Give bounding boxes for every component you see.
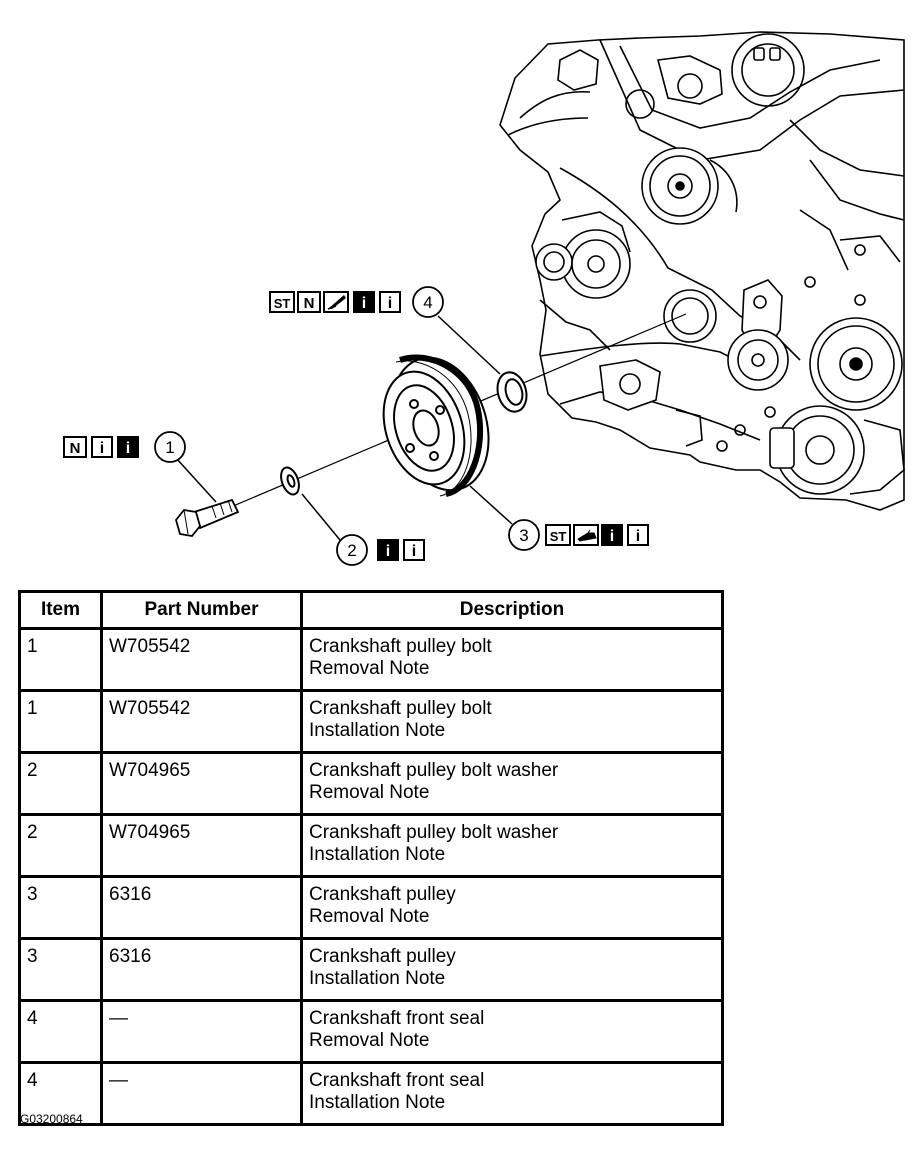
table-header-row: Item Part Number Description [18, 590, 724, 630]
callout-circle [336, 534, 368, 566]
cell-item: 3 [18, 875, 103, 940]
svg-text:i: i [412, 543, 416, 560]
callout-2: 2 i i [336, 534, 425, 566]
svg-text:N: N [304, 295, 315, 312]
info-icon-outline: i [91, 436, 113, 458]
cell-part-number: W705542 [100, 627, 303, 692]
description-text: Crankshaft pulley bolt [309, 698, 492, 719]
description-text: Crankshaft front seal [309, 1070, 485, 1091]
note-link[interactable]: Removal Note [309, 1030, 430, 1051]
icon-n: N [297, 291, 321, 313]
header-item: Item [18, 590, 103, 630]
cell-item: 1 [18, 627, 103, 692]
sealant-icon [323, 291, 349, 313]
description-text: Crankshaft pulley bolt [309, 636, 492, 657]
svg-text:i: i [126, 440, 130, 457]
pulley-bolt-washer [280, 466, 300, 496]
description-text: Crankshaft pulley bolt washer [309, 760, 559, 781]
callout-number: 4 [423, 293, 432, 312]
info-icon-filled: i [601, 524, 623, 546]
crankshaft-front-seal [496, 371, 528, 413]
svg-text:i: i [100, 440, 104, 457]
crankshaft-pulley [382, 354, 490, 497]
cell-item: 1 [18, 689, 103, 754]
leader-lines [175, 315, 513, 541]
icon-n: N [63, 436, 87, 458]
svg-text:ST: ST [550, 529, 567, 544]
info-icon-outline: i [403, 539, 425, 561]
callout-3: 3 ST i i [508, 519, 649, 551]
info-icon-filled: i [377, 539, 399, 561]
pulley-bolt [175, 498, 240, 537]
svg-text:i: i [362, 295, 366, 312]
engine-diagram: N i i 1 2 i i 3 ST [63, 31, 905, 566]
callout-circle [154, 431, 186, 463]
info-icon-outline: i [379, 291, 401, 313]
description-text: Crankshaft pulley bolt washer [309, 822, 559, 843]
figure-id: G03200864 [20, 1112, 83, 1126]
cell-item: 4 [18, 999, 103, 1064]
svg-text:i: i [636, 528, 640, 545]
info-icon-outline: i [627, 524, 649, 546]
cell-part-number: — [100, 1061, 303, 1126]
engine-block [499, 31, 905, 511]
description-text: Crankshaft front seal [309, 1008, 485, 1029]
callout-4: ST N i i 4 [269, 286, 444, 318]
note-link[interactable]: Installation Note [309, 1092, 446, 1113]
cell-item: 2 [18, 813, 103, 878]
description-text: Crankshaft pulley [309, 884, 456, 905]
info-icon-filled: i [353, 291, 375, 313]
info-icon-filled: i [117, 436, 139, 458]
note-link[interactable]: Removal Note [309, 906, 430, 927]
note-link[interactable]: Installation Note [309, 844, 446, 865]
svg-text:ST: ST [274, 296, 291, 311]
cell-item: 4 [18, 1061, 103, 1126]
cell-part-number: W704965 [100, 813, 303, 878]
cell-part-number: W704965 [100, 751, 303, 816]
svg-text:N: N [70, 440, 81, 457]
note-link[interactable]: Installation Note [309, 720, 446, 741]
cell-item: 2 [18, 751, 103, 816]
note-link[interactable]: Installation Note [309, 968, 446, 989]
svg-text:i: i [388, 295, 392, 312]
cell-part-number: 6316 [100, 875, 303, 940]
special-tool-icon: ST [545, 524, 571, 546]
callout-number: 3 [519, 526, 528, 545]
callout-number: 1 [165, 438, 174, 457]
header-part-number: Part Number [100, 590, 303, 630]
cell-part-number: — [100, 999, 303, 1064]
description-text: Crankshaft pulley [309, 946, 456, 967]
parts-table: Item Part Number Description 1 W705542 C… [18, 590, 724, 1126]
cell-part-number: 6316 [100, 937, 303, 1002]
svg-text:i: i [386, 543, 390, 560]
callout-1: N i i 1 [63, 431, 186, 463]
special-tool-icon: ST [269, 291, 295, 313]
callout-circle [412, 286, 444, 318]
note-link[interactable]: Removal Note [309, 782, 430, 803]
oil-can-icon [573, 524, 599, 546]
header-description: Description [300, 590, 724, 630]
callout-circle [508, 519, 540, 551]
callout-number: 2 [347, 541, 356, 560]
cell-part-number: W705542 [100, 689, 303, 754]
note-link[interactable]: Removal Note [309, 658, 430, 679]
cell-item: 3 [18, 937, 103, 1002]
svg-text:i: i [610, 528, 614, 545]
